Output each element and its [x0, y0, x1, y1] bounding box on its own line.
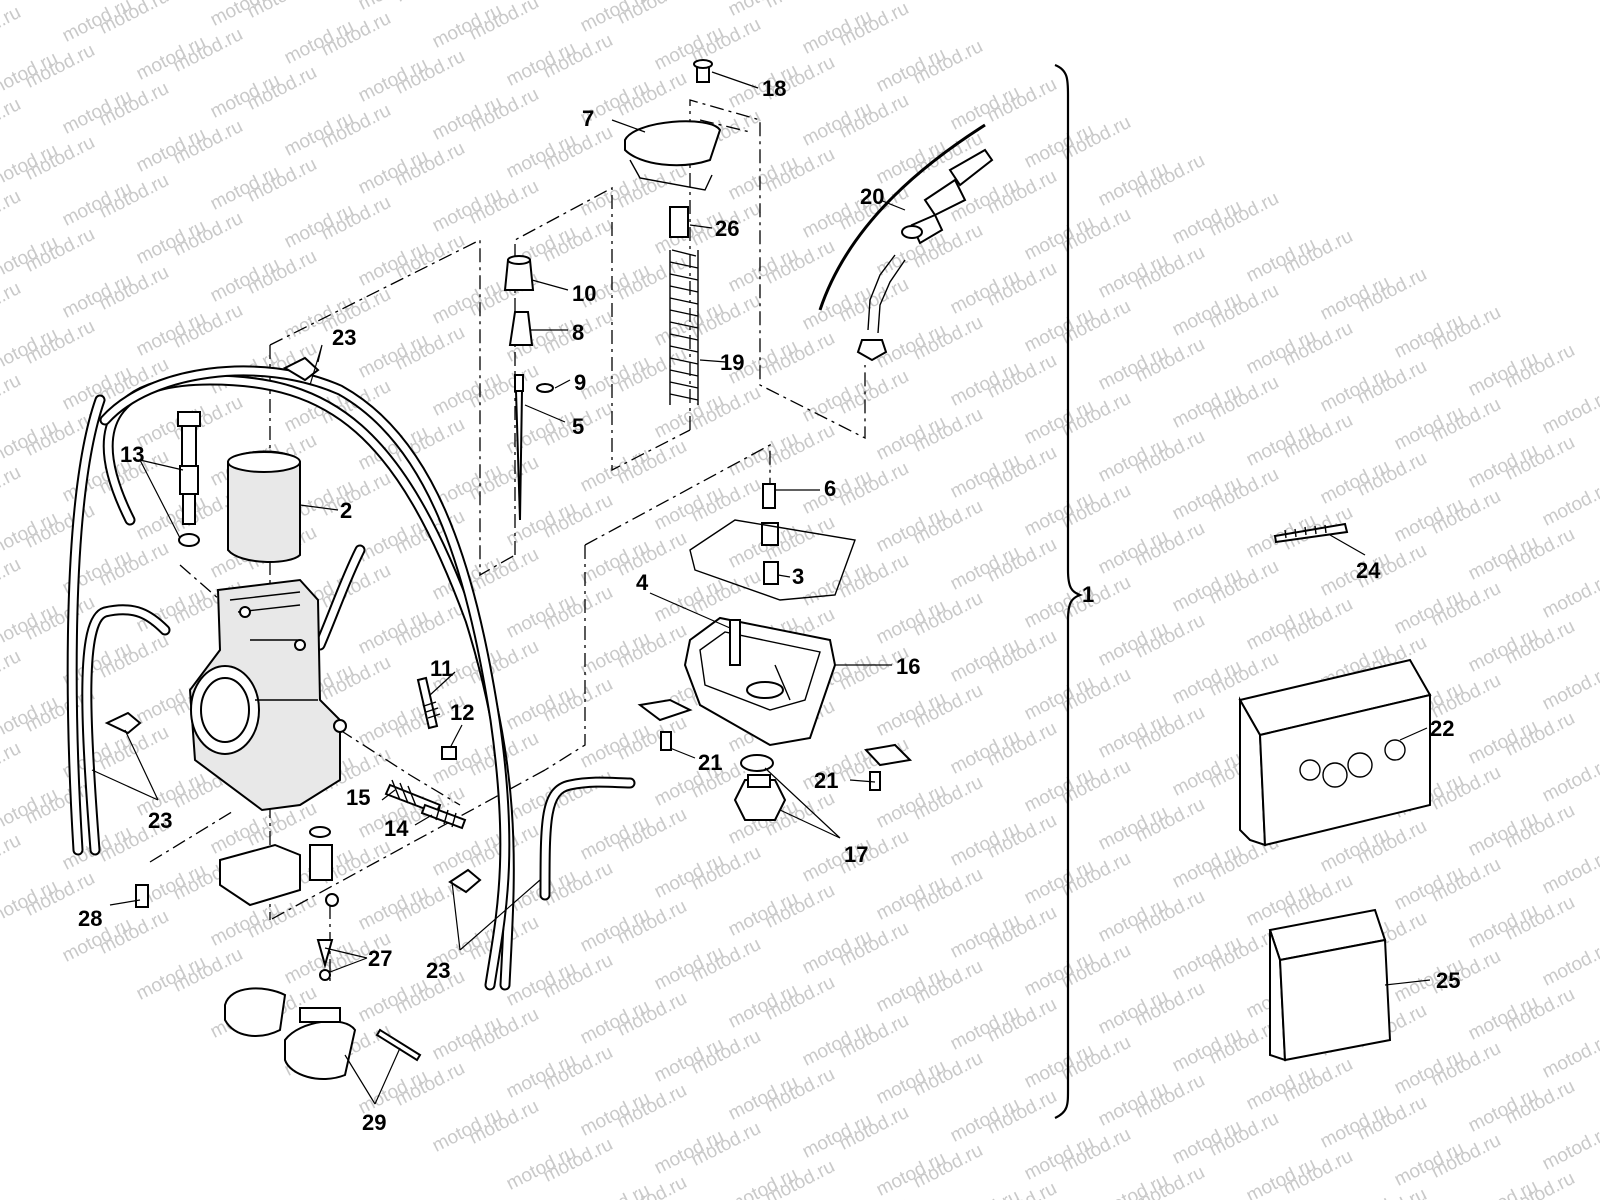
hose-clips — [104, 356, 482, 894]
top-cap-and-spring — [624, 59, 722, 405]
callout-12: 12 — [450, 700, 474, 725]
callout-23c: 23 — [426, 958, 450, 983]
callout-22: 22 — [1430, 716, 1454, 741]
callout-7: 7 — [582, 106, 594, 131]
jet-card — [1238, 658, 1432, 847]
callout-1: 1 — [1082, 582, 1094, 607]
callout-23a: 23 — [332, 325, 356, 350]
spring — [669, 249, 699, 405]
needle-assembly — [503, 255, 554, 521]
callout-17: 17 — [844, 842, 868, 867]
float-bowl — [683, 616, 837, 747]
callout-18: 18 — [762, 76, 786, 101]
spare-parts-envelope — [1268, 908, 1392, 1062]
callout-10: 10 — [572, 281, 596, 306]
starter-plunger — [177, 411, 201, 547]
callout-9: 9 — [574, 370, 586, 395]
float-bowl-upper — [689, 483, 856, 601]
callout-26: 26 — [715, 216, 739, 241]
throttle-cable — [818, 123, 994, 362]
callout-27: 27 — [368, 946, 392, 971]
callout-19: 19 — [720, 350, 744, 375]
callout-6: 6 — [824, 476, 836, 501]
callout-13: 13 — [120, 442, 144, 467]
bowl-clamps — [637, 698, 913, 791]
callout-5: 5 — [572, 414, 584, 439]
callout-20: 20 — [860, 184, 884, 209]
callout-23b: 23 — [148, 808, 172, 833]
callout-16: 16 — [896, 654, 920, 679]
leader-lines — [91, 71, 1431, 1105]
adjust-screws — [384, 676, 467, 830]
callout-24: 24 — [1356, 558, 1381, 583]
drain-plug — [733, 754, 787, 821]
lower-parts — [135, 826, 422, 1080]
callout-8: 8 — [572, 320, 584, 345]
gauge-strip — [1273, 522, 1349, 544]
callout-14: 14 — [384, 816, 409, 841]
vent-hoses — [66, 365, 636, 991]
assembly-bracket — [1054, 63, 1084, 1119]
callout-28: 28 — [78, 906, 102, 931]
callout-11: 11 — [430, 656, 453, 681]
callout-2: 2 — [340, 498, 352, 523]
callout-15: 15 — [346, 785, 370, 810]
callout-4: 4 — [636, 570, 649, 595]
callout-3: 3 — [792, 564, 804, 589]
callout-29: 29 — [362, 1110, 386, 1135]
callout-25: 25 — [1436, 968, 1460, 993]
callout-21a: 21 — [698, 750, 722, 775]
callout-labels: 1 2 3 4 5 6 7 8 9 10 11 12 13 14 15 16 1… — [78, 76, 1460, 1135]
carburetor-body — [188, 578, 347, 812]
throttle-slide — [227, 450, 301, 563]
callout-21b: 21 — [814, 768, 838, 793]
